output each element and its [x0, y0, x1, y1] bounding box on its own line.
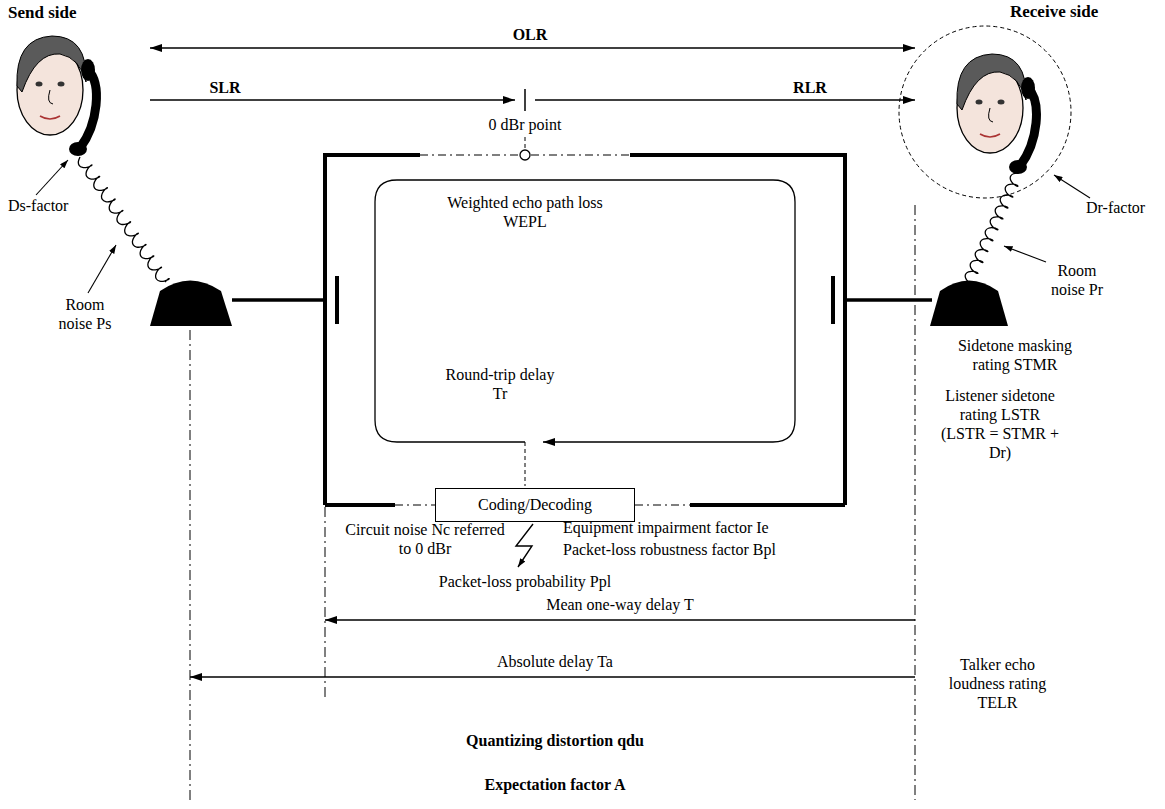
codec-dash [525, 442, 526, 486]
receive-ear-circle [899, 26, 1071, 198]
receive-person [957, 54, 1037, 174]
annotation-label: Talker echo loudness rating TELR [935, 656, 1060, 713]
telephone-base-right [930, 281, 1008, 327]
node-text: Weighted echo path loss WEPL [425, 194, 625, 232]
node-text: Round-trip delay Tr [440, 366, 560, 404]
annotation-label: Packet-loss robustness factor Bpl [563, 541, 776, 560]
echo-loop-outline [375, 180, 795, 444]
reference-lines [190, 205, 915, 800]
rlr-arrow [535, 99, 915, 100]
annotation-label: Packet-loss probability Ppl [439, 573, 611, 592]
reference-tick [524, 89, 526, 111]
slr-arrow [150, 99, 515, 100]
telephone-base-left [150, 281, 232, 327]
codec-box: Coding/Decoding [435, 488, 635, 522]
pointer-ps [88, 245, 116, 293]
olr-arrow [150, 47, 915, 48]
line-left [232, 298, 325, 302]
handset-cords [78, 157, 1018, 284]
annotation-label: Receive side [1010, 2, 1098, 22]
coiled-cord [78, 157, 169, 282]
pointer-pr [1004, 246, 1046, 262]
annotation-label: Absolute delay Ta [497, 653, 613, 672]
connection-frame [325, 155, 845, 505]
annotation-label: Expectation factor A [484, 776, 625, 795]
annotation-label: Circuit noise Nc referred to 0 dBr [345, 521, 505, 559]
annotation-label: Mean one-way delay T [546, 596, 694, 615]
packet-loss-symbol [516, 524, 533, 567]
node-text: Coding/Decoding [478, 496, 592, 515]
absolute-delay-arrow [190, 676, 915, 677]
termination-right [831, 276, 835, 324]
coiled-cord [965, 173, 1018, 284]
pointer-dr [1054, 175, 1090, 198]
send-person [17, 36, 97, 156]
annotation-label: Quantizing distortion qdu [466, 732, 644, 751]
annotation-label: Sidetone masking rating STMR [940, 337, 1090, 375]
annotation-label: Room noise Pr [1040, 262, 1114, 300]
termination-left [335, 276, 339, 324]
annotation-label: 0 dBr point [489, 116, 562, 135]
annotation-label: RLR [793, 79, 827, 98]
one-way-delay-arrow [325, 619, 915, 620]
echo-loop-box: Weighted echo path loss WEPL Round-trip d… [375, 180, 795, 442]
round-trip-loop [375, 180, 795, 442]
annotation-label: OLR [513, 26, 548, 45]
annotation-label: Dr-factor [1086, 199, 1145, 218]
annotation-label: Room noise Ps [48, 296, 122, 334]
annotation-label: Send side [8, 3, 77, 23]
line-right [845, 298, 932, 302]
annotation-label: Listener sidetone rating LSTR (LSTR = ST… [940, 387, 1060, 463]
reference-dash [525, 137, 526, 150]
annotation-label: SLR [209, 79, 240, 98]
reference-point [520, 150, 530, 160]
annotation-label: Ds-factor [8, 197, 68, 216]
pointer-ds [36, 160, 68, 195]
